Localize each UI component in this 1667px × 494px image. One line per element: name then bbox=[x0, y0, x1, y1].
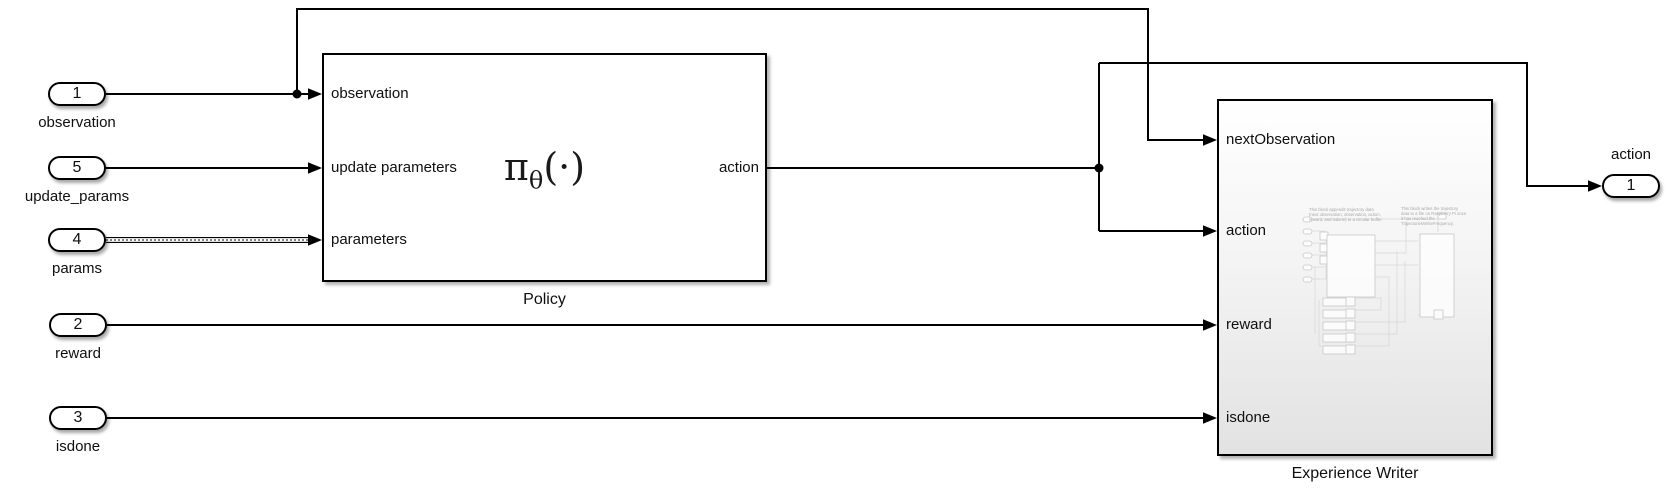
inport-observation[interactable]: 1 observation bbox=[38, 82, 116, 131]
arrowhead-nextobservation[interactable] bbox=[1203, 134, 1217, 146]
branch-point-action[interactable] bbox=[1094, 163, 1104, 173]
preview-blocks bbox=[1302, 212, 1455, 355]
policy-block[interactable]: observation update parameters parameters… bbox=[322, 53, 767, 308]
ew-port-nextobservation: nextObservation bbox=[1226, 131, 1336, 148]
formula-pi: π bbox=[503, 145, 529, 189]
inport-params-number[interactable]: 4 bbox=[48, 228, 106, 252]
preview-note-left: This block appends trajectory data (next… bbox=[1309, 207, 1383, 223]
arrowhead-parameters[interactable] bbox=[308, 234, 322, 246]
arrowhead-isdone[interactable] bbox=[1203, 412, 1217, 424]
inport-isdone-label: isdone bbox=[55, 438, 101, 455]
arrowhead-observation[interactable] bbox=[308, 88, 322, 100]
inport-reward[interactable]: 2 reward bbox=[49, 313, 107, 362]
inport-params[interactable]: 4 params bbox=[48, 228, 106, 277]
experience-writer-block[interactable]: This block appends trajectory data (next… bbox=[1217, 99, 1493, 482]
inport-isdone[interactable]: 3 isdone bbox=[49, 406, 107, 455]
ew-port-isdone: isdone bbox=[1226, 409, 1271, 426]
wire-observation-to-nextobservation[interactable] bbox=[296, 8, 1205, 141]
formula-theta-subscript: θ bbox=[528, 166, 544, 195]
inport-reward-number[interactable]: 2 bbox=[49, 313, 107, 337]
ew-port-reward: reward bbox=[1226, 316, 1272, 333]
policy-port-parameters: parameters bbox=[331, 231, 407, 248]
formula-argument: (·) bbox=[543, 145, 586, 189]
inport-update-params[interactable]: 5 update_params bbox=[25, 156, 129, 205]
inport-observation-number[interactable]: 1 bbox=[48, 82, 106, 106]
policy-port-action: action bbox=[718, 159, 759, 176]
outport-action[interactable]: action 1 bbox=[1602, 147, 1660, 198]
inport-observation-label: observation bbox=[38, 114, 116, 131]
policy-formula: πθ(·) bbox=[503, 145, 586, 193]
ew-port-action: action bbox=[1226, 222, 1267, 239]
arrowhead-action-in[interactable] bbox=[1203, 225, 1217, 237]
policy-port-update-parameters: update parameters bbox=[331, 159, 457, 176]
inport-update-params-number[interactable]: 5 bbox=[48, 156, 106, 180]
preview-note-right: This block writes the trajectory data to… bbox=[1401, 206, 1467, 227]
outport-action-label: action bbox=[1610, 146, 1652, 163]
inport-params-label: params bbox=[51, 260, 103, 277]
arrowhead-outport-action[interactable] bbox=[1588, 180, 1602, 192]
wire-params[interactable] bbox=[106, 237, 311, 243]
experience-writer-caption: Experience Writer bbox=[1291, 465, 1419, 482]
arrowhead-reward[interactable] bbox=[1203, 319, 1217, 331]
policy-port-observation: observation bbox=[331, 85, 409, 102]
inport-isdone-number[interactable]: 3 bbox=[49, 406, 107, 430]
arrowhead-update-parameters[interactable] bbox=[308, 162, 322, 174]
subsystem-preview bbox=[1302, 212, 1455, 355]
policy-block-caption: Policy bbox=[523, 291, 566, 308]
inport-update-params-label: update_params bbox=[24, 188, 130, 205]
outport-action-number[interactable]: 1 bbox=[1602, 174, 1660, 198]
wire-action-branch-to-outport[interactable] bbox=[1099, 62, 1590, 187]
inport-reward-label: reward bbox=[55, 345, 101, 362]
branch-point-observation[interactable] bbox=[292, 89, 302, 99]
